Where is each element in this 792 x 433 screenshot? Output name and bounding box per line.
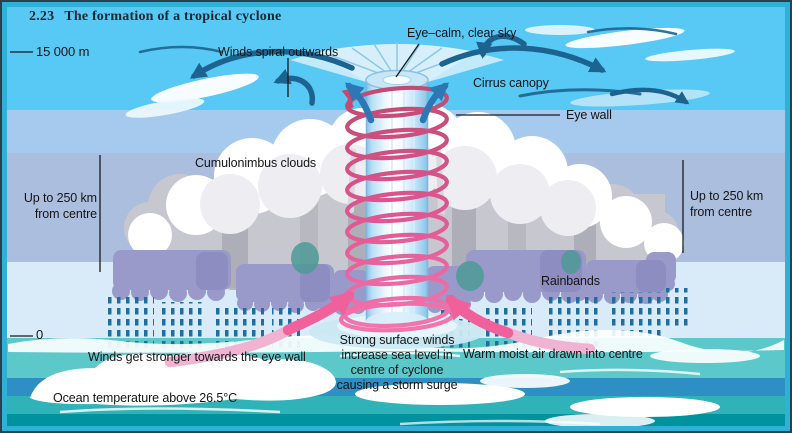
- altitude-label-top: 15 000 m: [36, 44, 90, 59]
- label-winds-spiral-outwards: Winds spiral outwards: [218, 45, 339, 59]
- scale-and-pointer-lines: [10, 43, 684, 337]
- outflow-arrows: [138, 27, 690, 106]
- label-cumulonimbus: Cumulonimbus clouds: [195, 156, 317, 170]
- figure-caption: 2.23 The formation of a tropical cyclone: [29, 9, 281, 25]
- extent-label-right: Up to 250 km from centre: [690, 189, 764, 219]
- label-warm-moist-air: Warm moist air drawn into centre: [463, 347, 643, 361]
- extent-label-left: Up to 250 km from centre: [23, 191, 97, 221]
- label-eye: Eye–calm, clear sky: [407, 26, 517, 40]
- inflow-arrows: [164, 290, 596, 368]
- label-eye-wall: Eye wall: [566, 108, 612, 122]
- label-ocean-temperature: Ocean temperature above 26.5°C: [53, 391, 238, 405]
- eye-pointer: [395, 43, 420, 78]
- updraft-arrows: [344, 82, 450, 124]
- figure-title: The formation of a tropical cyclone: [64, 9, 282, 24]
- figure-number: 2.23: [29, 9, 55, 24]
- label-cirrus-canopy: Cirrus canopy: [473, 76, 549, 90]
- label-winds-get-stronger: Winds get stronger towards the eye wall: [88, 350, 306, 364]
- altitude-label-zero: 0: [36, 327, 44, 342]
- label-rainbands: Rainbands: [541, 274, 600, 288]
- label-storm-surge: Strong surface winds increase sea level …: [336, 333, 458, 392]
